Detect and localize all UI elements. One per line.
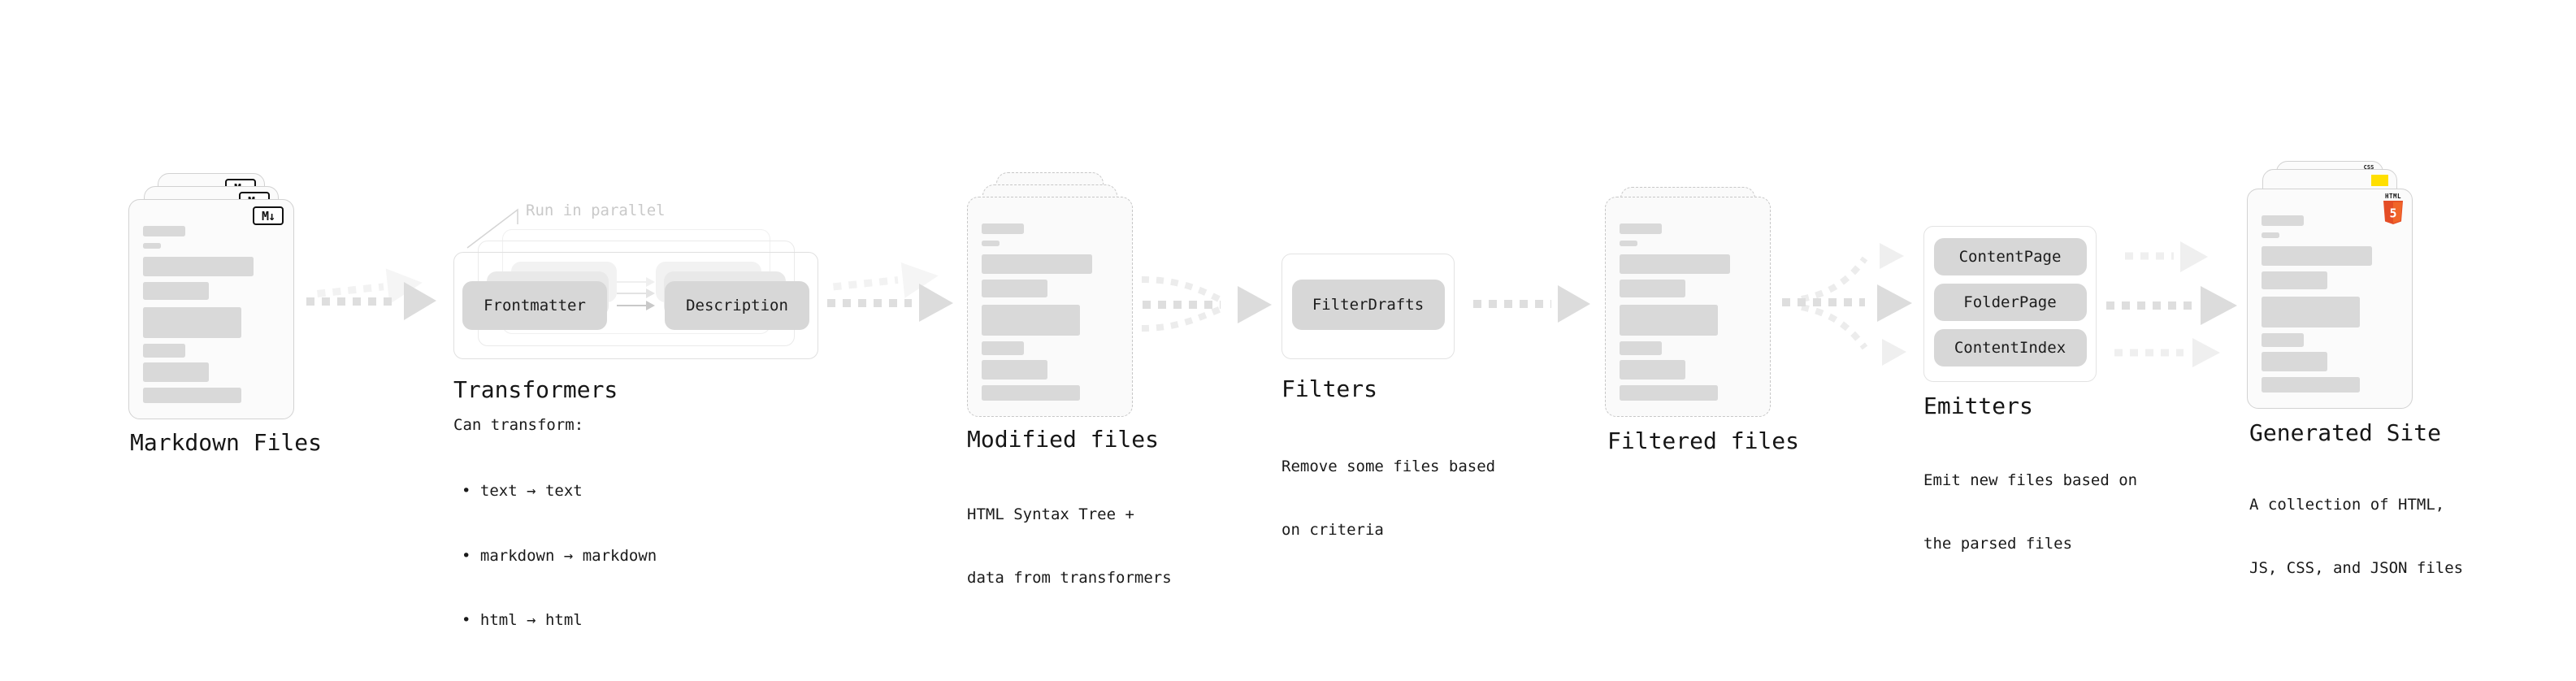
bullet-item: • html → html xyxy=(462,611,583,629)
transformer-description-pill: Description xyxy=(665,281,809,330)
description-line: HTML Syntax Tree + xyxy=(967,505,1134,523)
description-line: JS, CSS, and JSON files xyxy=(2249,559,2464,577)
stage-title-markdown-files: Markdown Files xyxy=(130,429,323,456)
doc-line xyxy=(2262,352,2327,371)
stage-title-transformers: Transformers xyxy=(453,376,618,403)
doc-line xyxy=(982,280,1047,297)
transformers-bullet-list: • text → text • markdown → markdown • ht… xyxy=(462,437,657,674)
stage-title-modified-files: Modified files xyxy=(967,426,1160,453)
doc-line xyxy=(143,257,254,276)
description-line: the parsed files xyxy=(1923,535,2073,553)
doc-line xyxy=(2262,232,2279,238)
filtered-file-card xyxy=(1605,197,1771,417)
js-icon xyxy=(2371,175,2388,186)
doc-line xyxy=(2262,246,2373,266)
doc-line xyxy=(143,344,186,358)
document-placeholder-lines xyxy=(2262,215,2398,393)
mini-arrow-icon xyxy=(617,288,655,298)
doc-line xyxy=(1620,305,1718,336)
doc-line xyxy=(2262,377,2360,393)
emitter-folderpage-pill: FolderPage xyxy=(1933,284,2087,321)
doc-line xyxy=(982,385,1080,401)
doc-line xyxy=(143,243,161,249)
doc-line xyxy=(1620,223,1663,234)
transformer-frontmatter-pill: Frontmatter xyxy=(462,281,607,330)
flow-arrow-transformers-to-modified xyxy=(827,262,953,322)
markdown-icon: M↓ xyxy=(253,206,284,225)
stage-title-filters: Filters xyxy=(1281,375,1378,402)
flow-arrow-modified-to-filters xyxy=(1141,276,1272,332)
flow-arrow-emitters-to-generated xyxy=(2106,241,2237,367)
filters-box: FilterDrafts xyxy=(1281,254,1455,359)
emitter-contentpage-pill: ContentPage xyxy=(1933,238,2087,275)
doc-line xyxy=(2262,271,2327,289)
doc-line xyxy=(2262,333,2305,347)
description-line: data from transformers xyxy=(967,569,1172,587)
doc-line xyxy=(2262,297,2360,327)
stage-title-emitters: Emitters xyxy=(1923,393,2033,419)
doc-line xyxy=(1620,254,1731,274)
document-placeholder-lines xyxy=(143,226,280,403)
emitters-description: Emit new files based on the parsed files xyxy=(1923,427,2137,596)
html5-shield: 5 xyxy=(2383,201,2403,224)
markdown-file-card: M↓ xyxy=(128,199,294,419)
description-line: on criteria xyxy=(1281,521,1384,539)
doc-line xyxy=(982,341,1025,355)
description-line: Remove some files based xyxy=(1281,458,1496,475)
doc-line xyxy=(982,241,1000,246)
run-in-parallel-callout-line xyxy=(466,208,518,249)
doc-line xyxy=(982,223,1025,234)
html-file-card: HTML 5 xyxy=(2247,189,2413,409)
doc-line xyxy=(143,362,209,382)
html5-icon: HTML 5 xyxy=(2383,193,2404,228)
document-placeholder-lines xyxy=(982,223,1118,401)
document-placeholder-lines xyxy=(1620,223,1756,401)
flow-arrow-markdown-to-transformers xyxy=(306,268,436,320)
flow-arrow-filters-to-filtered xyxy=(1473,285,1590,323)
filtered-files-stack xyxy=(1605,187,1771,431)
doc-line xyxy=(143,226,186,236)
modified-files-stack xyxy=(967,172,1133,432)
emitter-contentindex-pill: ContentIndex xyxy=(1933,329,2087,367)
doc-line xyxy=(1620,280,1685,297)
generated-site-description: A collection of HTML, JS, CSS, and JSON … xyxy=(2249,452,2463,621)
doc-line xyxy=(1620,385,1718,401)
svg-text:5: 5 xyxy=(2389,206,2396,221)
transformers-description: Can transform: xyxy=(453,416,584,434)
generated-site-stack: CSS HTML 5 xyxy=(2247,161,2413,421)
doc-line xyxy=(143,282,209,300)
doc-line xyxy=(982,254,1093,274)
description-line: Emit new files based on xyxy=(1923,471,2138,489)
doc-line xyxy=(1620,241,1637,246)
markdown-files-stack: M↓ M↓ M↓ xyxy=(128,173,294,433)
emitters-box: ContentPage FolderPage ContentIndex xyxy=(1923,226,2097,382)
flow-arrow-filtered-to-emitters xyxy=(1782,243,1912,366)
bullet-item: • text → text xyxy=(462,482,583,500)
stage-title-filtered-files: Filtered files xyxy=(1607,427,1800,454)
doc-line xyxy=(143,388,241,403)
mini-arrow-icon xyxy=(617,301,655,310)
bullet-item: • markdown → markdown xyxy=(462,546,657,565)
stage-title-generated-site: Generated Site xyxy=(2249,419,2442,446)
doc-line xyxy=(982,305,1080,336)
css-icon: CSS xyxy=(2363,164,2374,171)
doc-line xyxy=(143,307,241,338)
modified-files-description: HTML Syntax Tree + data from transformer… xyxy=(967,462,1172,631)
doc-line xyxy=(1620,360,1685,380)
doc-line xyxy=(1620,341,1663,355)
transformer-run-layer-front: Frontmatter Description xyxy=(453,252,818,359)
doc-line xyxy=(2262,215,2305,226)
run-in-parallel-label: Run in parallel xyxy=(526,202,666,219)
transformers-cluster: Frontmatter Description xyxy=(453,229,818,359)
modified-file-card xyxy=(967,197,1133,417)
filter-drafts-pill: FilterDrafts xyxy=(1291,280,1445,330)
doc-line xyxy=(982,360,1047,380)
mini-arrow-icon xyxy=(617,276,655,287)
description-line: A collection of HTML, xyxy=(2249,496,2445,514)
filters-description: Remove some files based on criteria xyxy=(1281,414,1495,583)
